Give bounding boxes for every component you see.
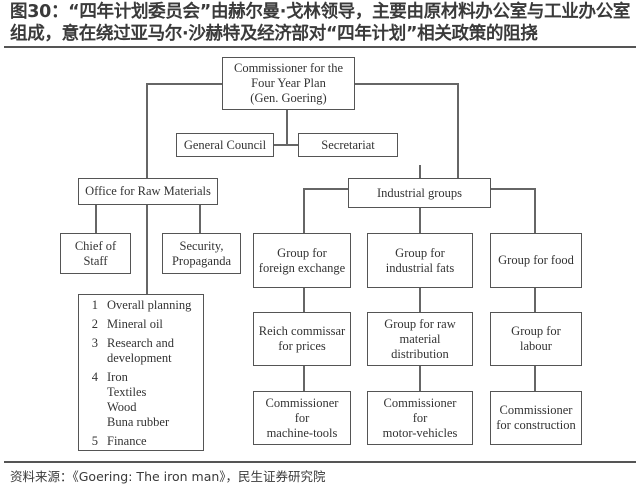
general-council-box: General Council: [176, 133, 274, 157]
footer-divider: [4, 461, 636, 463]
figure-title: 图30：“四年计划委员会”由赫尔曼·戈林领导，主要由原材料办公室与工业办公室组成…: [10, 2, 631, 44]
connector-line: [95, 204, 97, 234]
chief-of-staff-box: Chief of Staff: [60, 233, 131, 274]
source-note: 资料来源：《Goering: The iron man》，民生证券研究院: [10, 469, 326, 484]
list-text: Finance: [107, 434, 147, 448]
connector-line: [146, 83, 223, 85]
connector-line: [419, 365, 421, 392]
group-label: Group for raw material distribution: [384, 316, 456, 361]
connector-line: [303, 287, 305, 313]
list-text: Iron Textiles Wood Buna rubber: [107, 370, 170, 429]
group-labour-box: Group for labour: [490, 312, 582, 366]
connector-line: [199, 204, 201, 234]
secretariat-box: Secretariat: [298, 133, 398, 157]
connector-line: [457, 83, 459, 179]
connector-line: [419, 287, 421, 313]
title-divider: [4, 46, 636, 48]
connector-line: [419, 207, 421, 234]
group-label: Commissioner for construction: [496, 403, 576, 432]
group-label: Group for industrial fats: [385, 245, 455, 275]
group-raw-material-distribution-box: Group for raw material distribution: [367, 312, 473, 366]
connector-line: [419, 165, 421, 179]
secretariat-label: Secretariat: [321, 137, 375, 152]
list-number: 3: [91, 336, 98, 350]
list-number: 1: [91, 298, 98, 312]
list-item: 4 Iron Textiles Wood Buna rubber: [79, 370, 203, 430]
list-item: 2 Mineral oil: [79, 317, 203, 332]
office-raw-materials-box: Office for Raw Materials: [78, 178, 218, 205]
connector-line: [273, 144, 299, 146]
general-council-label: General Council: [183, 137, 267, 152]
group-label: Group for foreign exchange: [258, 245, 346, 275]
list-number: 5: [91, 434, 98, 448]
industrial-groups-box: Industrial groups: [348, 178, 491, 208]
group-label: Commissioner for motor-vehicles: [382, 395, 458, 440]
connector-line: [490, 188, 535, 190]
security-propaganda-label: Security, Propaganda: [171, 238, 231, 268]
commissioner-motor-vehicles-box: Commissioner for motor-vehicles: [367, 391, 473, 445]
industrial-groups-label: Industrial groups: [376, 185, 463, 200]
connector-line: [303, 188, 349, 190]
group-label: Group for labour: [511, 324, 561, 353]
list-text: Research and development: [107, 336, 174, 365]
list-number: 4: [91, 370, 98, 384]
group-label: Group for food: [498, 253, 574, 267]
reich-commissar-prices-box: Reich commissar for prices: [253, 312, 351, 366]
commissioner-construction-box: Commissioner for construction: [490, 391, 582, 445]
chief-of-staff-label: Chief of Staff: [74, 238, 117, 268]
connector-line: [534, 365, 536, 392]
group-food-box: Group for food: [490, 233, 582, 288]
connector-line: [534, 188, 536, 234]
connector-line: [146, 204, 148, 295]
group-label: Reich commissar for prices: [258, 324, 346, 353]
list-item: 1 Overall planning: [79, 298, 203, 313]
connector-line: [534, 287, 536, 313]
group-industrial-fats-box: Group for industrial fats: [367, 233, 473, 288]
list-item: 3 Research and development: [79, 336, 203, 366]
commissioner-machine-tools-box: Commissioner for machine-tools: [253, 391, 351, 445]
office-raw-materials-label: Office for Raw Materials: [85, 184, 211, 198]
connector-line: [303, 188, 305, 234]
group-label: Commissioner for machine-tools: [265, 395, 339, 440]
group-foreign-exchange-box: Group for foreign exchange: [253, 233, 351, 288]
commissioner-box: Commissioner for the Four Year Plan (Gen…: [222, 57, 355, 110]
connector-line: [286, 109, 288, 145]
list-number: 2: [91, 317, 98, 331]
connector-line: [146, 83, 148, 179]
connector-line: [354, 83, 458, 85]
departments-list: 1 Overall planning 2 Mineral oil 3 Research…: [78, 294, 204, 451]
commissioner-label: Commissioner for the Four Year Plan (Gen…: [233, 61, 343, 105]
list-item: 5 Finance: [79, 434, 203, 449]
security-propaganda-box: Security, Propaganda: [162, 233, 241, 274]
connector-line: [303, 365, 305, 392]
list-text: Mineral oil: [107, 317, 163, 331]
list-text: Overall planning: [107, 298, 192, 312]
